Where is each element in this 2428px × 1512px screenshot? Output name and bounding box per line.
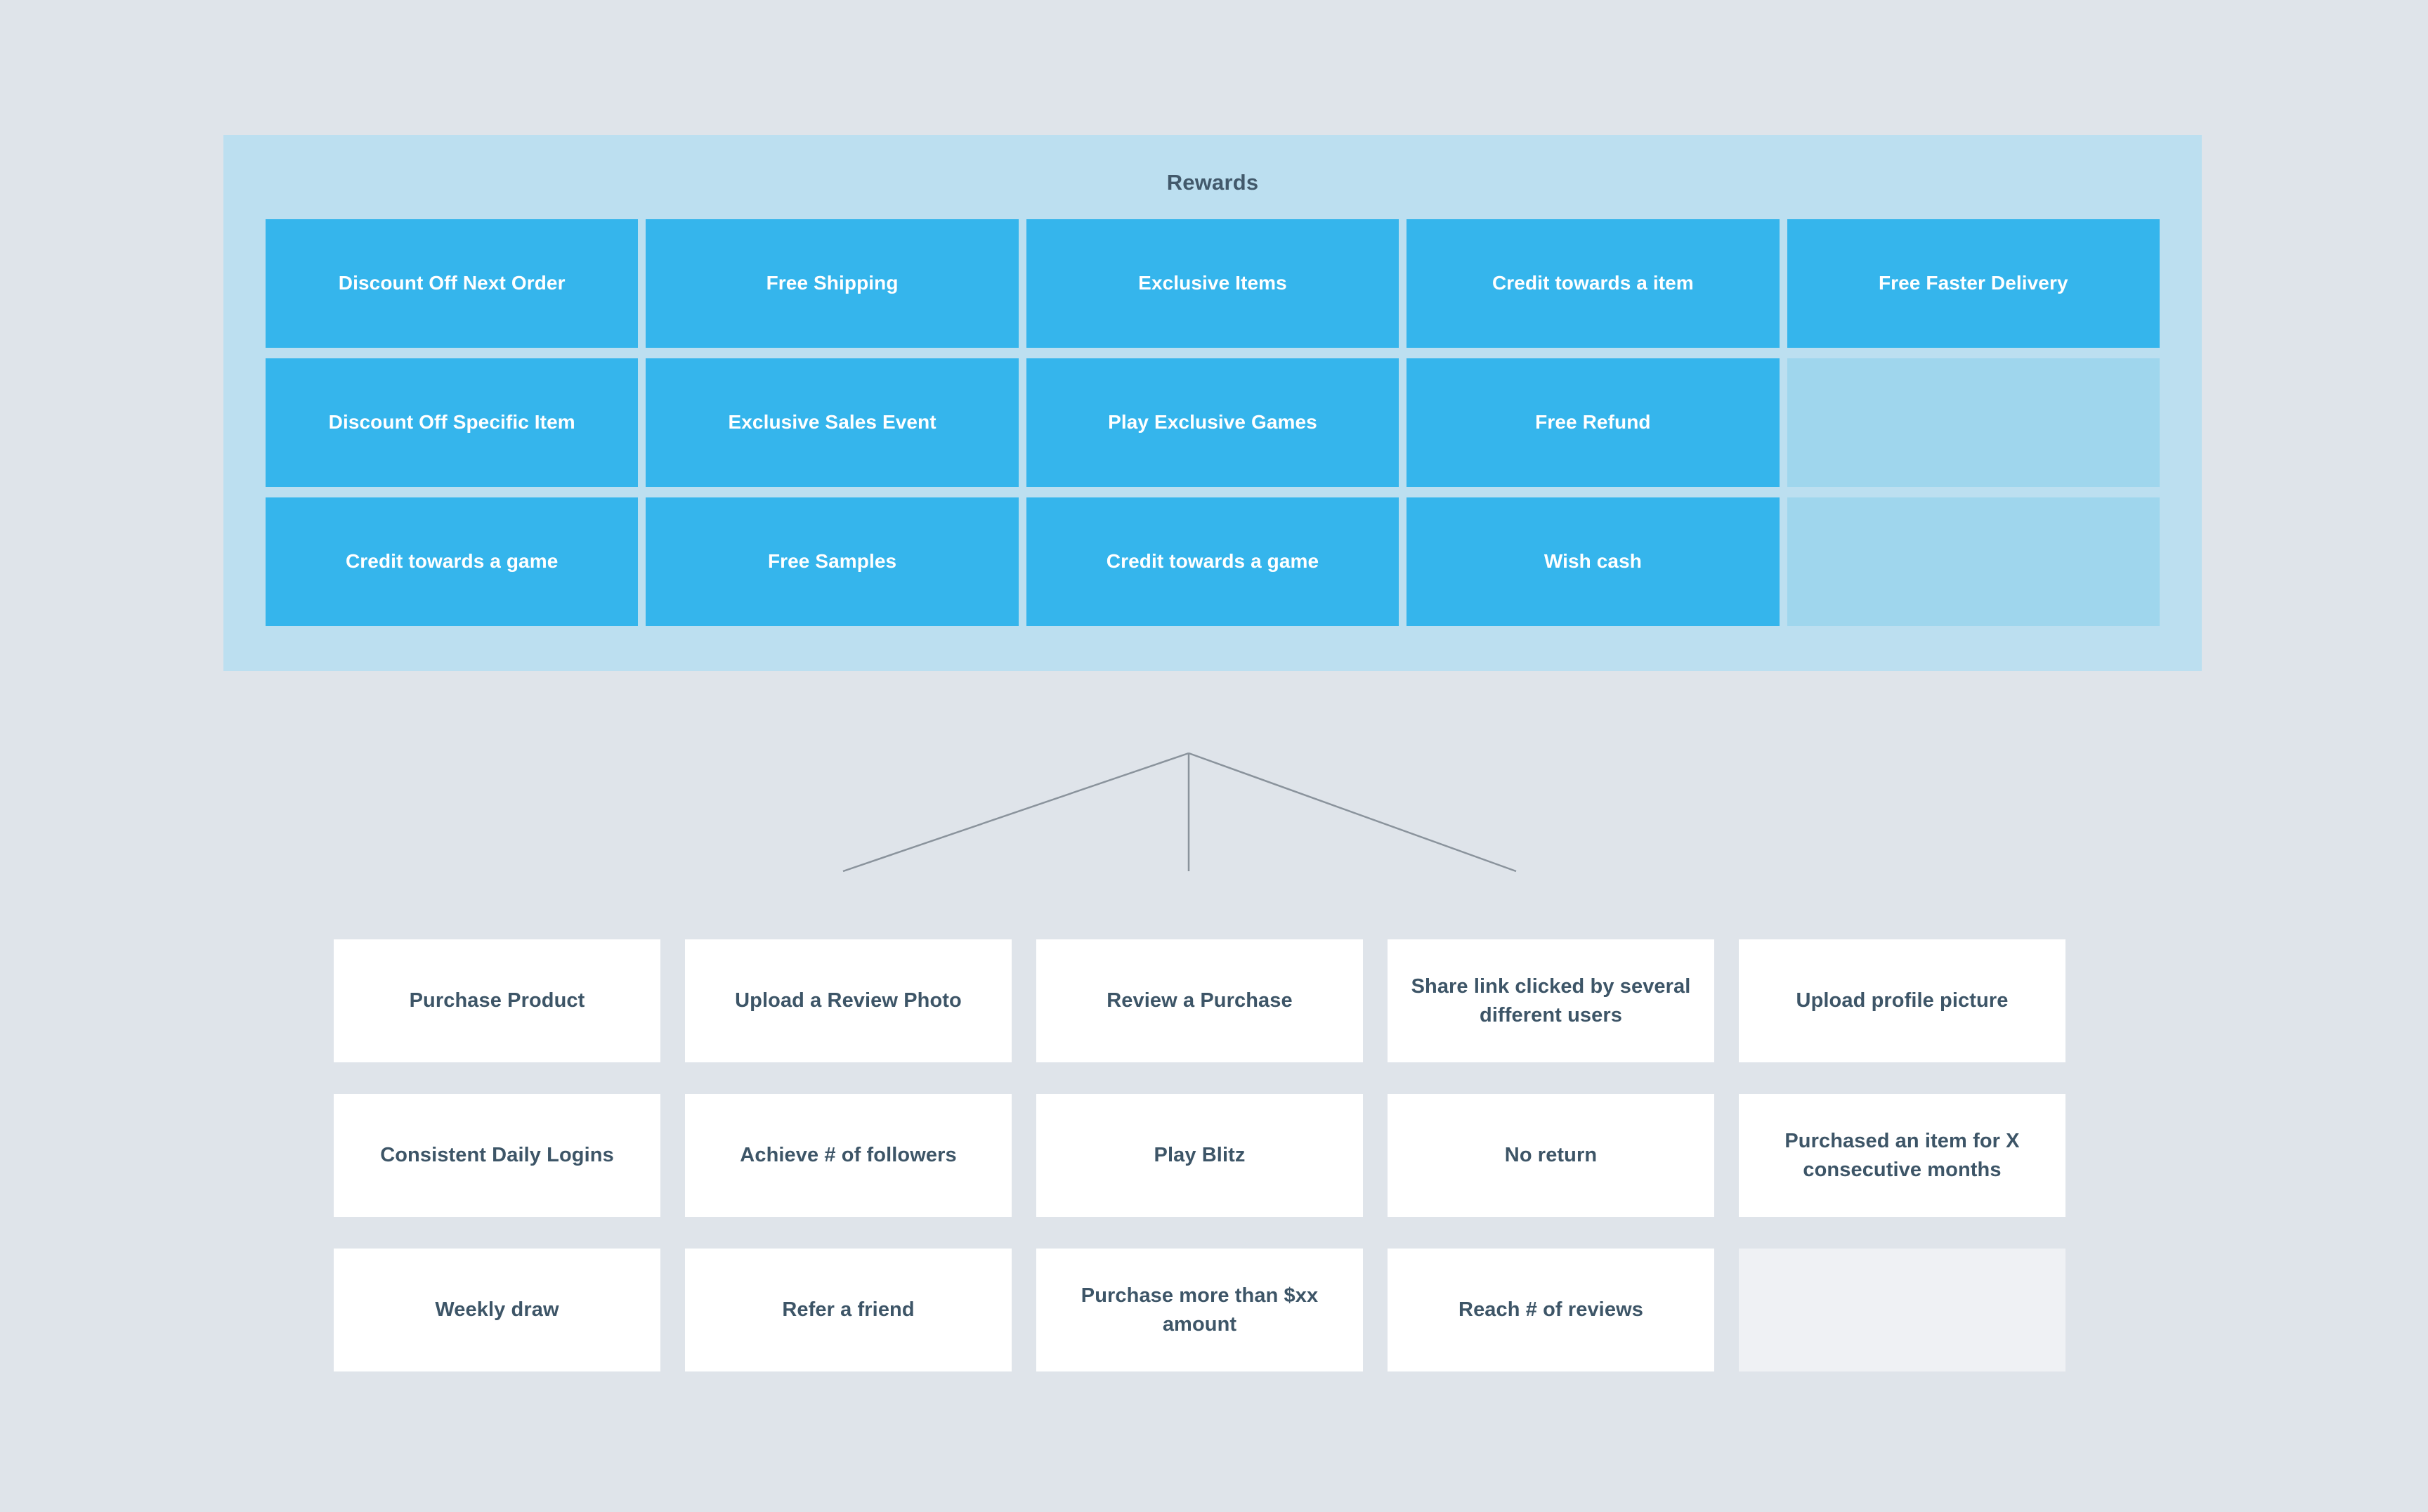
action-card-empty	[1739, 1249, 2065, 1371]
reward-card-label: Exclusive Items	[1138, 272, 1287, 294]
action-card[interactable]: Upload profile picture	[1739, 939, 2065, 1062]
action-card-label: Upload a Review Photo	[735, 989, 962, 1012]
reward-card-label: Credit towards a game	[345, 550, 559, 573]
action-card[interactable]: Reach # of reviews	[1388, 1249, 1714, 1371]
action-card-label: Weekly draw	[435, 1298, 559, 1322]
reward-card-label: Exclusive Sales Event	[728, 411, 936, 434]
connector-line-right	[1188, 752, 1517, 873]
reward-card-label: Free Faster Delivery	[1878, 272, 2068, 294]
action-card-label: Review a Purchase	[1107, 989, 1293, 1012]
reward-card[interactable]: Free Refund	[1406, 358, 1780, 487]
action-card-label: Reach # of reviews	[1458, 1298, 1643, 1322]
action-card-label: Purchased an item for X consecutive mont…	[1784, 1130, 2020, 1181]
reward-card-empty	[1787, 358, 2160, 487]
action-card[interactable]: Consistent Daily Logins	[334, 1094, 660, 1217]
reward-card-label: Free Samples	[767, 550, 897, 573]
reward-card[interactable]: Exclusive Items	[1026, 219, 1399, 348]
reward-card[interactable]: Discount Off Specific Item	[266, 358, 639, 487]
action-card[interactable]: Refer a friend	[685, 1249, 1012, 1371]
reward-card[interactable]: Credit towards a game	[266, 497, 639, 626]
action-card[interactable]: Achieve # of followers	[685, 1094, 1012, 1217]
action-card-label: Upload profile picture	[1796, 989, 2009, 1012]
action-card[interactable]: Purchase Product	[334, 939, 660, 1062]
reward-card[interactable]: Free Shipping	[646, 219, 1019, 348]
reward-card[interactable]: Credit towards a item	[1406, 219, 1780, 348]
reward-card-label: Free Shipping	[766, 272, 899, 294]
reward-card-label: Discount Off Specific Item	[328, 411, 575, 434]
action-card-label: Consistent Daily Logins	[380, 1144, 614, 1167]
action-card-label: Play Blitz	[1154, 1144, 1246, 1167]
rewards-panel-title: Rewards	[1166, 170, 1259, 195]
reward-card-label: Credit towards a item	[1492, 272, 1694, 294]
action-card-label: No return	[1504, 1144, 1598, 1167]
action-card[interactable]: Share link clicked by several different …	[1388, 939, 1714, 1062]
reward-card[interactable]: Play Exclusive Games	[1026, 358, 1399, 487]
action-card-label: Purchase Product	[409, 989, 585, 1012]
reward-card[interactable]: Free Faster Delivery	[1787, 219, 2160, 348]
reward-card[interactable]: Credit towards a game	[1026, 497, 1399, 626]
reward-card-label: Wish cash	[1543, 550, 1642, 573]
action-card[interactable]: Weekly draw	[334, 1249, 660, 1371]
action-card[interactable]: No return	[1388, 1094, 1714, 1217]
action-card-label: Achieve # of followers	[740, 1144, 957, 1167]
action-card[interactable]: Purchase more than $xx amount	[1036, 1249, 1363, 1371]
reward-card-empty	[1787, 497, 2160, 626]
reward-card-label: Discount Off Next Order	[338, 272, 566, 294]
reward-card[interactable]: Exclusive Sales Event	[646, 358, 1019, 487]
action-card[interactable]: Review a Purchase	[1036, 939, 1363, 1062]
action-card-label: Purchase more than $xx amount	[1081, 1284, 1319, 1336]
action-card-label: Refer a friend	[782, 1298, 915, 1322]
action-card[interactable]: Purchased an item for X consecutive mont…	[1739, 1094, 2065, 1217]
reward-card[interactable]: Discount Off Next Order	[266, 219, 639, 348]
rewards-panel: Rewards Discount Off Next Order Free Ship…	[223, 135, 2202, 671]
reward-card[interactable]: Wish cash	[1406, 497, 1780, 626]
reward-card-label: Play Exclusive Games	[1108, 411, 1317, 434]
action-card-label: Share link clicked by several different …	[1411, 975, 1691, 1027]
connector-line-left	[842, 752, 1189, 873]
reward-card-label: Free Refund	[1535, 411, 1651, 434]
reward-card-label: Credit towards a game	[1106, 550, 1319, 573]
action-card[interactable]: Play Blitz	[1036, 1094, 1363, 1217]
action-card[interactable]: Upload a Review Photo	[685, 939, 1012, 1062]
reward-card[interactable]: Free Samples	[646, 497, 1019, 626]
actions-card-grid: Purchase Product Upload a Review Photo Rev…	[334, 939, 2065, 1371]
